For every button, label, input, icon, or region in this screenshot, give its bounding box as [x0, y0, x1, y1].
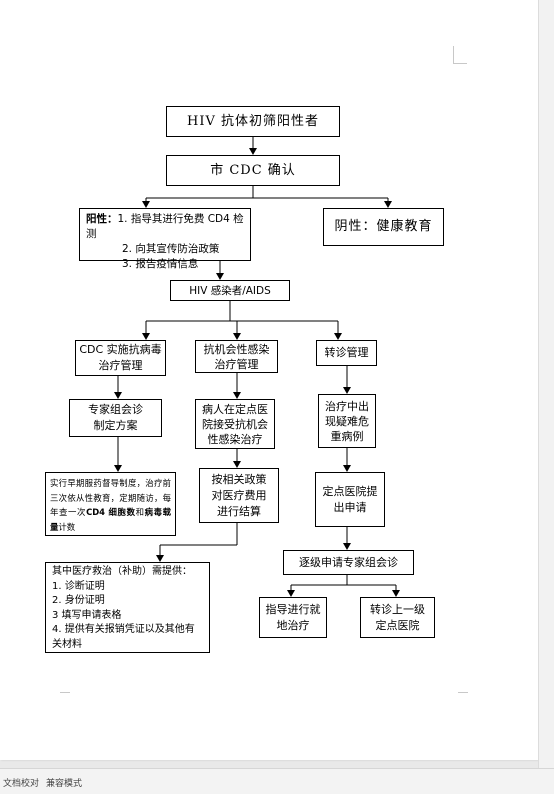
node-referral-management: 转诊管理	[316, 340, 377, 366]
node-positive: 阳性：1. 指导其进行免费 CD4 检测 2. 向其宣传防治政策 3. 报告疫情…	[79, 208, 251, 270]
relief-item: 3 填写申请表格	[52, 609, 122, 621]
node-referral-upper-hospital: 转诊上一级 定点医院	[360, 597, 435, 638]
page-corner-mark	[453, 46, 454, 64]
node-negative: 阴性：健康教育	[323, 208, 444, 246]
page-corner-mark	[458, 692, 468, 693]
positive-item: 2. 向其宣传防治政策	[122, 243, 220, 255]
node-medical-relief: 其中医疗救治（补助）需提供： 1. 诊断证明 2. 身份证明 3 填写申请表格 …	[45, 562, 210, 653]
relief-title: 其中医疗救治（补助）需提供：	[52, 566, 192, 577]
status-compat-mode-button[interactable]: 兼容模式	[46, 779, 83, 789]
node-hospital-application: 定点医院提 出申请	[315, 472, 385, 527]
node-expert-consultation: 逐级申请专家组会诊	[283, 550, 414, 575]
node-severe-case: 治疗中出 现疑难危 重病例	[318, 394, 376, 448]
node-cost-settlement: 按相关政策 对医疗费用 进行结算	[199, 468, 279, 523]
document-page: HIV 抗体初筛阳性者 市 CDC 确认 阳性：1. 指导其进行免费 CD4 检…	[0, 0, 538, 760]
status-bar: 文档校对 兼容模式	[0, 768, 554, 794]
flowchart-connectors	[114, 137, 400, 597]
relief-item: 4. 提供有关报销凭证以及其他有关材料	[52, 624, 195, 650]
relief-item: 1. 诊断证明	[52, 580, 105, 592]
node-initial-screening: HIV 抗体初筛阳性者	[166, 106, 340, 137]
page-corner-mark	[60, 692, 70, 693]
positive-item: 3. 报告疫情信息	[122, 258, 199, 270]
relief-item: 2. 身份证明	[52, 595, 105, 606]
positive-label: 阳性：	[86, 213, 118, 225]
node-local-treatment: 指导进行就 地治疗	[259, 597, 327, 638]
positive-item: 1. 指导其进行免费 CD4 检测	[86, 213, 244, 240]
vertical-scrollbar[interactable]	[538, 0, 554, 768]
node-cdc-confirm: 市 CDC 确认	[166, 155, 340, 186]
node-opportunistic-management: 抗机会性感染 治疗管理	[195, 340, 278, 373]
node-hospital-treatment: 病人在定点医 院接受抗机会 性感染治疗	[195, 399, 275, 449]
node-hiv-infected: HIV 感染者/AIDS	[170, 280, 290, 301]
status-proofread-button[interactable]: 文档校对	[3, 779, 40, 789]
page-corner-mark	[453, 63, 467, 64]
node-supervision-detail: 实行早期服药督导制度，治疗前三次依从性教育，定期随访，每年查一次CD4 细胞数和…	[45, 472, 176, 536]
node-expert-plan: 专家组会诊 制定方案	[69, 399, 162, 437]
node-antiviral-management: CDC 实施抗病毒 治疗管理	[75, 340, 166, 376]
